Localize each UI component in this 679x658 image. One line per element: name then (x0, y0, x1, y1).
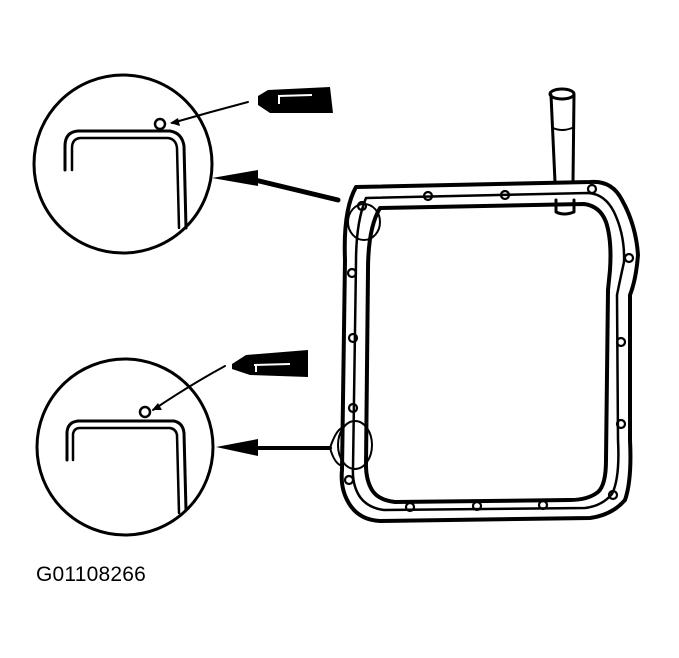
arrow-bottom (216, 427, 343, 466)
sealant-tube-top (170, 87, 333, 126)
detail-view-top (32, 73, 214, 255)
oil-pan (337, 87, 640, 523)
figure-id-label: G01108266 (36, 563, 147, 586)
sealant-tube-bottom (152, 350, 308, 411)
bolt-holes (343, 183, 635, 513)
detail-view-bottom (35, 357, 215, 537)
arrow-top (212, 170, 341, 203)
